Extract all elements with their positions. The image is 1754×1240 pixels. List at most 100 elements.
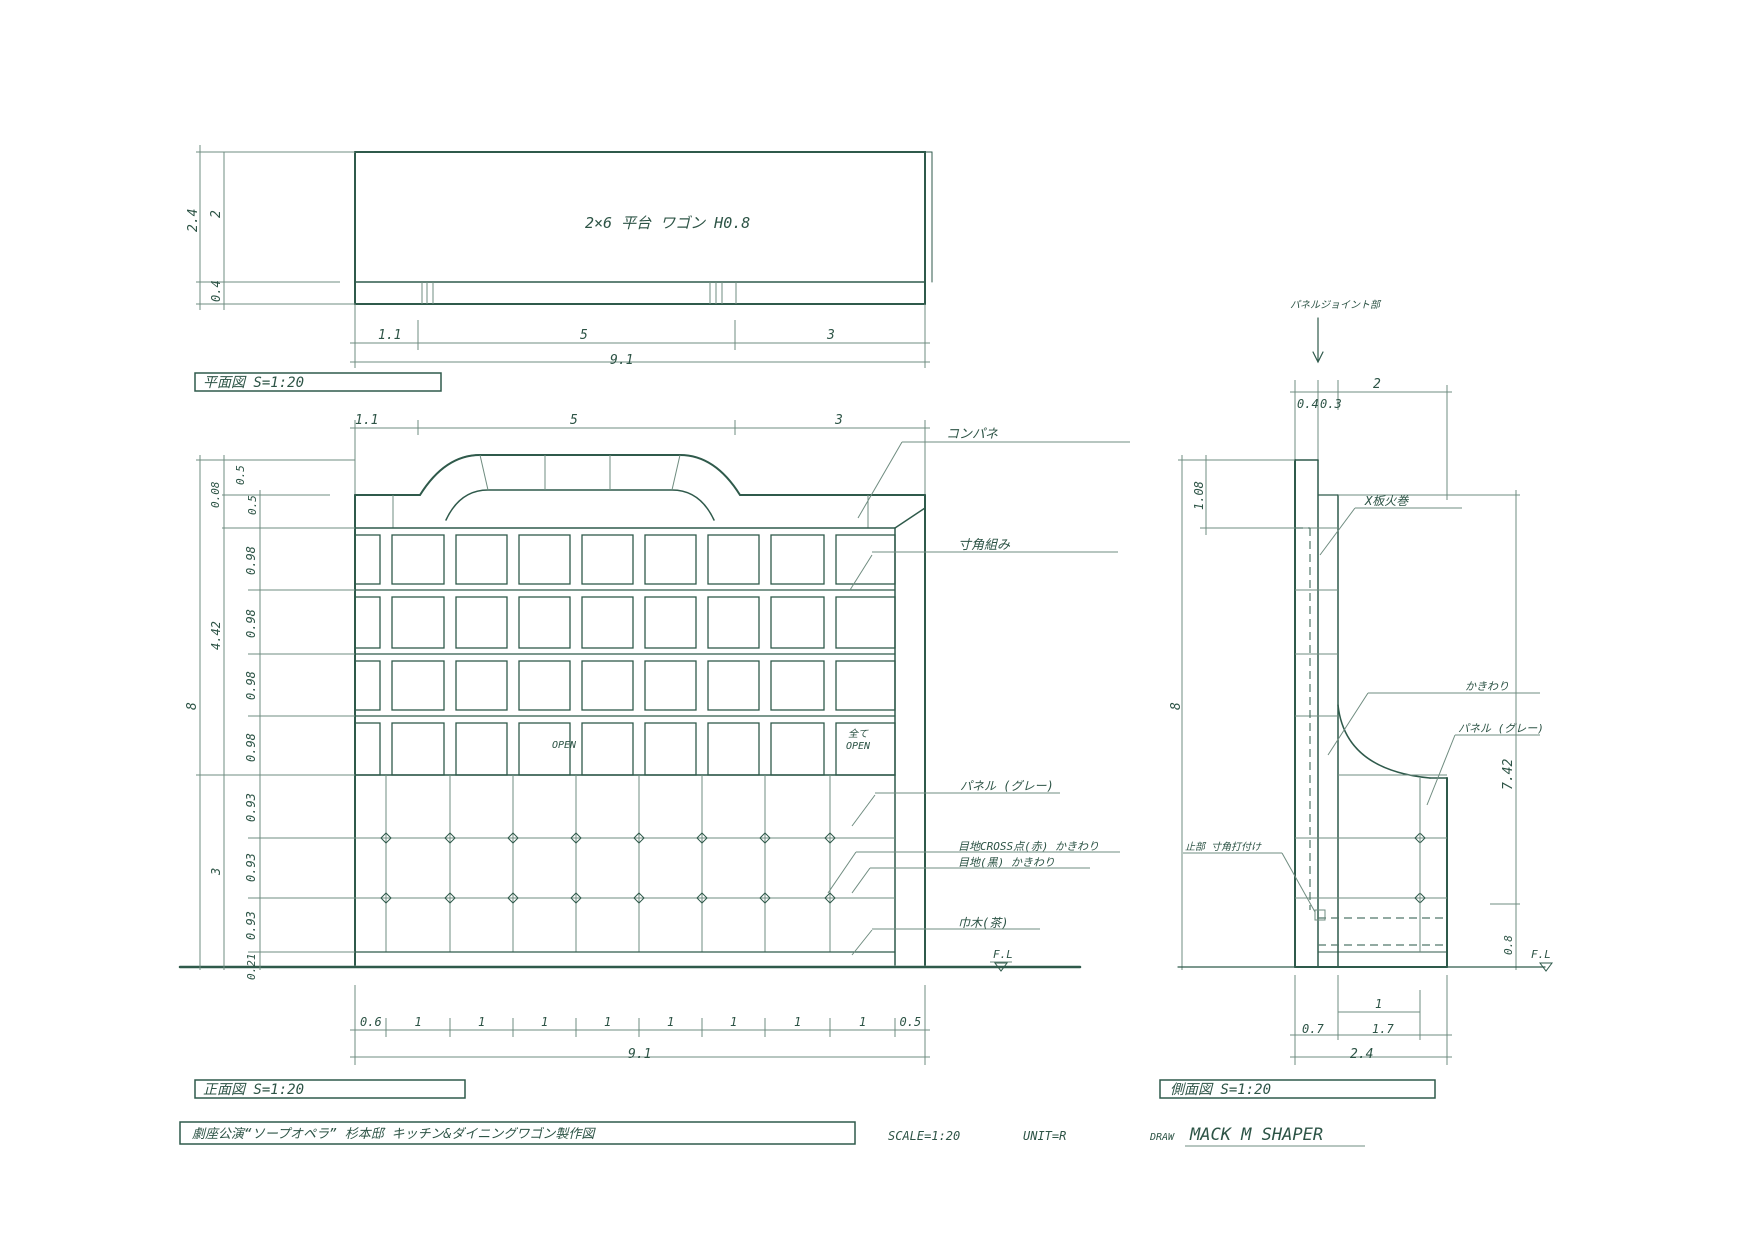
front-dim-left-s1: 0.08 <box>209 481 222 508</box>
drawing-scale: SCALE=1:20 <box>888 1129 960 1143</box>
lattice-opening <box>835 534 896 585</box>
front-dim-group-2: 3 <box>209 868 223 876</box>
front-dim-bottom-total: 9.1 <box>628 1047 651 1062</box>
side-grid <box>1295 527 1447 952</box>
lattice-opening <box>455 596 508 649</box>
lower-panel-grid <box>355 775 895 952</box>
cross-point-mark <box>824 892 836 904</box>
front-dim-left-s3: 0.5 <box>246 495 259 515</box>
cross-point-mark <box>633 832 645 844</box>
side-title: 側面図 S=1:20 <box>1170 1082 1271 1098</box>
lattice-opening <box>707 534 760 585</box>
lattice-opening <box>518 660 571 711</box>
annotation-panel-front: パネル (グレー) <box>960 779 1054 793</box>
plan-title: 平面図 S=1:20 <box>203 375 304 391</box>
front-dim-bottom-9: 1 <box>859 1015 866 1029</box>
cross-point-mark <box>444 892 456 904</box>
drawing-unit: UNIT=R <box>1023 1129 1066 1143</box>
side-dim-bottom-1: 1 <box>1375 997 1382 1011</box>
cross-point-mark <box>444 832 456 844</box>
plan-dim-upper-v: 2 <box>209 210 224 218</box>
lattice-opening <box>770 722 825 776</box>
front-dim-bottom-8: 1 <box>794 1015 801 1029</box>
lattice-opening <box>835 722 896 776</box>
lattice-opening <box>354 722 381 776</box>
drawing-title: 劇座公演“ソープオペラ” 杉本邸 キッチン&ダイニングワゴン製作図 <box>192 1126 596 1142</box>
front-dim-top-3: 3 <box>834 413 843 428</box>
front-dim-row-7: 0.93 <box>244 911 258 940</box>
drawing-drawer: MACK M SHAPER <box>1189 1125 1323 1145</box>
front-open-side-b: OPEN <box>846 741 871 752</box>
lattice-opening <box>644 660 697 711</box>
lattice-opening <box>518 534 571 585</box>
side-dim-left-total: 8 <box>1169 702 1184 710</box>
cross-point-mark <box>380 832 392 844</box>
lattice-opening <box>354 596 381 649</box>
front-dim-bottom-4: 1 <box>541 1015 548 1029</box>
cross-point-mark <box>380 892 392 904</box>
annotation-tomebu: 止部 寸角打付け <box>1185 841 1262 853</box>
lattice-opening <box>518 596 571 649</box>
lattice-opening <box>770 660 825 711</box>
front-dim-row-6: 0.93 <box>244 853 258 882</box>
plan-dim-3: 3 <box>826 328 835 343</box>
plan-label: 2×6 平台 ワゴン H0.8 <box>585 214 750 232</box>
lattice-opening <box>707 722 760 776</box>
lattice-opening <box>707 596 760 649</box>
front-dim-bottom-5: 1 <box>604 1015 611 1029</box>
cross-point-mark <box>696 832 708 844</box>
front-open-label: OPEN <box>552 740 577 751</box>
lattice-opening <box>835 660 896 711</box>
annotation-konpane: コンパネ <box>946 427 998 442</box>
lattice-opening <box>391 722 445 776</box>
lattice-opening <box>518 722 571 776</box>
side-dim-bottom-4: 2.4 <box>1350 1047 1373 1062</box>
cross-point-mark <box>570 892 582 904</box>
front-dim-bottom-7: 1 <box>730 1015 737 1029</box>
front-dim-top-1: 1.1 <box>355 413 378 428</box>
side-dim-bottom-3: 1.7 <box>1372 1022 1394 1036</box>
cross-point-mark <box>759 832 771 844</box>
front-dim-row-8: 0.21 <box>245 954 258 981</box>
cross-point-mark <box>824 832 836 844</box>
cross-point-mark <box>696 892 708 904</box>
lattice-opening <box>644 596 697 649</box>
plan-dim-total-h: 9.1 <box>610 353 633 368</box>
drawing-draw-label: DRAW <box>1149 1132 1175 1143</box>
annotation-xita: X板火巻 <box>1364 494 1409 508</box>
front-dim-total-left: 8 <box>185 702 200 710</box>
front-title: 正面図 S=1:20 <box>203 1082 304 1098</box>
front-dim-bottom-10: 0.5 <box>900 1015 922 1029</box>
lattice-opening <box>391 660 445 711</box>
lattice-opening <box>354 660 381 711</box>
plan-dim-2: 5 <box>580 328 588 343</box>
cross-point-mark <box>507 832 519 844</box>
annotation-habaki: 巾木(茶) <box>958 916 1008 930</box>
lattice-opening <box>354 534 381 585</box>
front-dim-top-2: 5 <box>570 413 578 428</box>
front-open-side-a: 全て <box>848 728 869 740</box>
lattice-opening <box>455 722 508 776</box>
front-dim-bottom-6: 1 <box>667 1015 674 1029</box>
lattice-opening <box>835 596 896 649</box>
front-elevation: 1.1 5 3 OPEN 全て OPEN F.L <box>178 413 1082 1099</box>
plan-dim-total-v: 2.4 <box>186 209 201 232</box>
front-dim-group-1: 4.42 <box>209 621 223 650</box>
side-dim-top-3: 2 <box>1373 377 1381 392</box>
front-dim-bottom-3: 1 <box>478 1015 485 1029</box>
lattice-opening <box>391 534 445 585</box>
side-dim-right-bottom: 0.8 <box>1502 935 1515 955</box>
annotation-meji: 目地(黒) かきわり <box>958 856 1055 869</box>
annotation-panel-side: パネル (グレー) <box>1458 722 1544 735</box>
lattice-opening <box>707 660 760 711</box>
plan-view: 2×6 平台 ワゴン H0.8 2.4 2 0.4 1.1 5 3 9.1 平面… <box>186 145 933 392</box>
lattice-opening <box>391 596 445 649</box>
annotation-cross: 目地CROSS点(赤) かきわり <box>958 840 1099 853</box>
annotation-kakiwari-side: かきわり <box>1465 680 1509 693</box>
side-dim-top-1: 0.4 <box>1297 397 1319 411</box>
title-block: 劇座公演“ソープオペラ” 杉本邸 キッチン&ダイニングワゴン製作図 SCALE=… <box>179 1121 1365 1147</box>
lattice-opening <box>581 534 634 585</box>
cross-point-mark <box>570 832 582 844</box>
